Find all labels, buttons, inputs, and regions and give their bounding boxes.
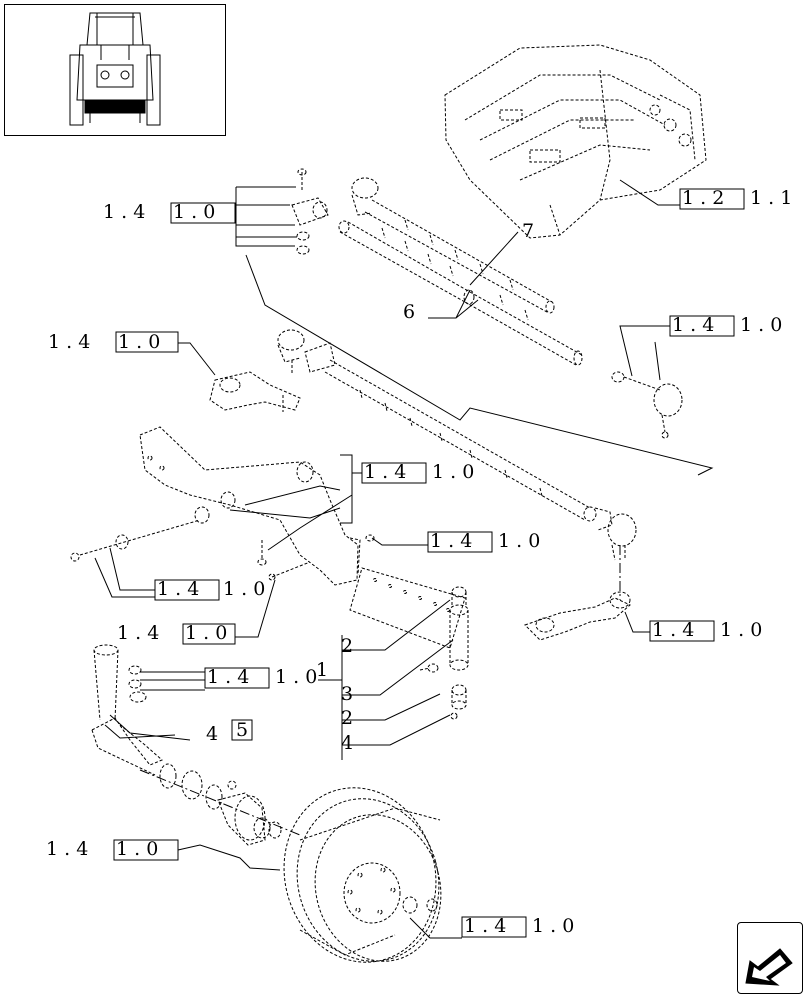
front-axle-beam bbox=[70, 426, 375, 586]
ref-c-suffix: 1 . 0 bbox=[740, 314, 782, 336]
upper-clamp-parts bbox=[291, 168, 329, 255]
item-4b: 4 bbox=[341, 732, 353, 754]
item-1: 1 bbox=[316, 659, 328, 681]
ref-l-suffix: 1 . 0 bbox=[532, 915, 574, 937]
ref-l-boxed[interactable]: 1 . 4 bbox=[464, 915, 506, 937]
ref-a-boxed[interactable]: 1 . 0 bbox=[173, 201, 215, 223]
leader-lines bbox=[94, 179, 714, 939]
tractor-thumbnail bbox=[4, 4, 226, 136]
axle-housing bbox=[444, 44, 707, 239]
spindle bbox=[91, 644, 163, 776]
main-tie-rod bbox=[277, 329, 637, 561]
item-5[interactable]: 5 bbox=[236, 719, 248, 741]
arrow-icon bbox=[745, 948, 793, 986]
steering-cylinder bbox=[349, 567, 469, 720]
item-7: 7 bbox=[522, 220, 534, 242]
ref-h-prefix: 1 . 4 bbox=[117, 622, 159, 644]
ref-b-boxed[interactable]: 1 . 2 bbox=[682, 187, 724, 209]
ref-h-boxed[interactable]: 1 . 0 bbox=[185, 622, 227, 644]
item-2b: 2 bbox=[341, 707, 353, 729]
ref-b-suffix: 1 . 1 bbox=[750, 187, 792, 209]
ref-j-suffix: 1 . 0 bbox=[275, 666, 317, 688]
center-lines bbox=[139, 545, 621, 836]
ref-g-boxed[interactable]: 1 . 4 bbox=[157, 578, 199, 600]
tractor-icon bbox=[69, 12, 161, 126]
wheel-hub bbox=[159, 763, 282, 846]
ref-k-boxed[interactable]: 1 . 0 bbox=[116, 838, 158, 860]
ref-k-prefix: 1 . 4 bbox=[46, 838, 88, 860]
item-4: 4 bbox=[206, 723, 218, 745]
ref-c-boxed[interactable]: 1 . 4 bbox=[672, 314, 714, 336]
ref-i-suffix: 1 . 0 bbox=[720, 619, 762, 641]
wheel-rim bbox=[283, 787, 442, 963]
ref-g-suffix: 1 . 0 bbox=[223, 578, 265, 600]
right-tie-rod-end bbox=[611, 371, 683, 439]
ref-d-prefix: 1 . 4 bbox=[48, 331, 90, 353]
next-page-button[interactable] bbox=[737, 922, 803, 994]
ref-f-boxed[interactable]: 1 . 4 bbox=[430, 530, 472, 552]
ref-e-suffix: 1 . 0 bbox=[432, 461, 474, 483]
ref-j-boxed[interactable]: 1 . 4 bbox=[207, 666, 249, 688]
reference-callouts: 1 . 4 1 . 0 1 . 2 1 . 1 1 . 4 1 . 0 1 . … bbox=[46, 187, 792, 938]
ref-e-boxed[interactable]: 1 . 4 bbox=[364, 461, 406, 483]
item-6: 6 bbox=[403, 301, 415, 323]
upper-tie-rods bbox=[338, 177, 583, 366]
item-2a: 2 bbox=[341, 635, 353, 657]
ref-d-boxed[interactable]: 1 . 0 bbox=[118, 331, 160, 353]
ref-a-prefix: 1 . 4 bbox=[103, 201, 145, 223]
left-steering-arm bbox=[209, 371, 301, 412]
ref-i-boxed[interactable]: 1 . 4 bbox=[652, 619, 694, 641]
ref-f-suffix: 1 . 0 bbox=[498, 530, 540, 552]
right-steering-arm bbox=[524, 591, 631, 641]
item-numbers: 7 6 2 1 3 2 4 4 5 bbox=[206, 220, 534, 754]
item-3: 3 bbox=[341, 683, 353, 705]
